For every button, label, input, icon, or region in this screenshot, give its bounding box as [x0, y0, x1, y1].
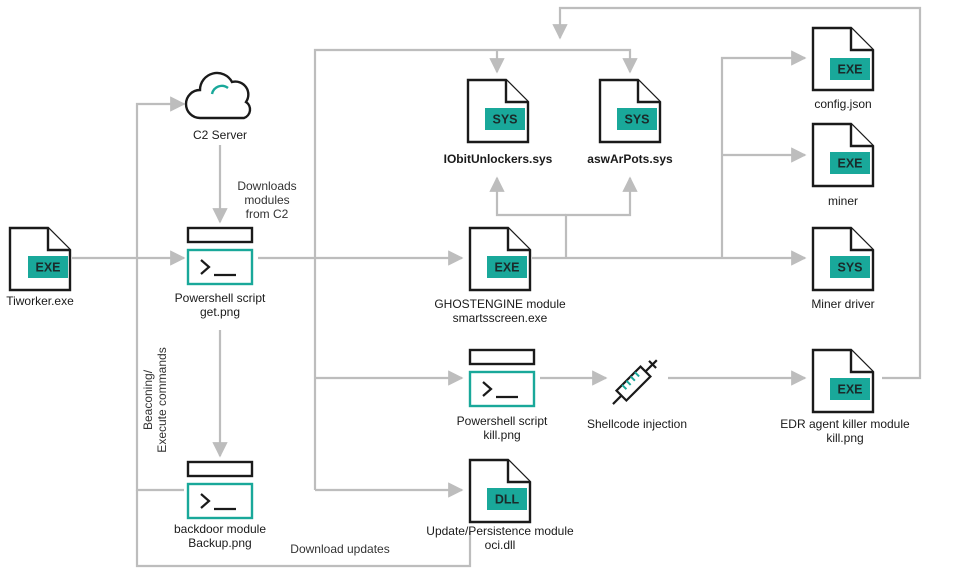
node-label-2: get.png — [200, 305, 240, 319]
badge-label: EXE — [837, 157, 862, 171]
badge-label: EXE — [35, 261, 60, 275]
node-label: Miner driver — [811, 297, 874, 311]
edge-edr-to-drivers — [552, 6, 922, 380]
edge-label-updates: Download updates — [290, 542, 389, 556]
cloud-icon — [184, 71, 252, 120]
badge-label: SYS — [837, 261, 862, 275]
node-label: miner — [828, 194, 858, 208]
file-fold — [849, 228, 873, 252]
edge-ghost-drivers — [564, 176, 638, 258]
edge-ghost-to-iobit — [489, 176, 566, 217]
sys-badge — [830, 256, 870, 278]
file-fold — [504, 80, 528, 104]
cloud-accent — [210, 84, 229, 95]
badge-label: SYS — [624, 113, 649, 127]
terminal-titlebar — [186, 460, 254, 478]
node-label-2: kill.png — [826, 431, 863, 445]
edge-label-downloads-2: modules — [244, 193, 289, 207]
edge-backdoor-to-c2 — [135, 96, 186, 492]
node-killps: Powershell script kill.png — [457, 348, 548, 442]
file-fold — [849, 28, 873, 52]
exe-badge — [830, 152, 870, 174]
node-miner: EXE miner — [811, 122, 875, 208]
badge-label: EXE — [837, 383, 862, 397]
prompt-chevron — [200, 259, 211, 275]
node-config: EXE config.json — [811, 26, 875, 111]
node-label: IObitUnlockers.sys — [444, 152, 553, 166]
node-label-2: Backup.png — [188, 536, 251, 550]
prompt-chevron — [482, 381, 493, 397]
edge-label-beaconing-1: Beaconing/ — [141, 369, 155, 430]
node-label-1: Powershell script — [175, 291, 266, 305]
node-label: aswArPots.sys — [587, 152, 673, 166]
edge-label-downloads-1: Downloads — [237, 179, 296, 193]
terminal-icon — [186, 482, 254, 520]
sys-badge — [617, 108, 657, 130]
edge-label-downloads-3: from C2 — [246, 207, 289, 221]
node-ghost: EXE GHOSTENGINE module smartsscreen.exe — [434, 226, 566, 325]
badge-label: EXE — [494, 261, 519, 275]
node-oci: DLL Update/Persistence module oci.dll — [426, 458, 574, 552]
exe-badge — [28, 256, 68, 278]
node-iobit: SYS IObitUnlockers.sys — [444, 78, 553, 166]
node-label: Shellcode injection — [587, 417, 687, 431]
file-fold — [506, 460, 530, 484]
edge-oci-to-c2 — [135, 490, 472, 568]
node-label: config.json — [814, 97, 871, 111]
file-fold — [46, 228, 70, 252]
edges — [72, 6, 922, 568]
terminal-titlebar — [186, 226, 254, 244]
exe-badge — [830, 58, 870, 80]
node-label: C2 Server — [193, 128, 247, 142]
badge-label: DLL — [495, 493, 520, 507]
file-fold — [849, 124, 873, 148]
file-fold — [849, 350, 873, 374]
node-shellcode: Shellcode injection — [587, 359, 687, 431]
node-label-2: oci.dll — [485, 538, 516, 552]
file-fold — [636, 80, 660, 104]
dll-badge — [487, 488, 527, 510]
node-edr: EXE EDR agent killer module kill.png — [780, 348, 910, 445]
terminal-icon — [186, 248, 254, 286]
badge-label: EXE — [837, 63, 862, 77]
node-minerdrv: SYS Miner driver — [811, 226, 875, 311]
node-label-1: GHOSTENGINE module — [434, 297, 566, 311]
node-c2: C2 Server — [184, 71, 252, 142]
file-fold — [506, 228, 530, 252]
node-aswar: SYS aswArPots.sys — [587, 78, 673, 166]
terminal-titlebar — [468, 348, 536, 366]
edge-bus-top — [313, 48, 638, 258]
terminal-icon — [468, 370, 536, 408]
node-label-1: EDR agent killer module — [780, 417, 910, 431]
edge-label-beaconing-2: Execute commands — [155, 347, 169, 452]
exe-badge — [487, 256, 527, 278]
node-label-2: kill.png — [483, 428, 520, 442]
node-label-2: smartsscreen.exe — [453, 311, 548, 325]
node-tiworker: EXE Tiworker.exe — [6, 226, 74, 308]
exe-badge — [830, 378, 870, 400]
node-label-1: backdoor module — [174, 522, 266, 536]
edge-trunk-to-config — [720, 50, 807, 258]
node-label-1: Update/Persistence module — [426, 524, 574, 538]
node-getps: Powershell script get.png — [175, 226, 266, 319]
syringe-icon — [612, 359, 658, 405]
sys-badge — [485, 108, 525, 130]
node-backdoor: backdoor module Backup.png — [174, 460, 266, 550]
badge-label: SYS — [492, 113, 517, 127]
node-label-1: Powershell script — [457, 414, 548, 428]
node-label: Tiworker.exe — [6, 294, 74, 308]
prompt-chevron — [200, 493, 211, 509]
